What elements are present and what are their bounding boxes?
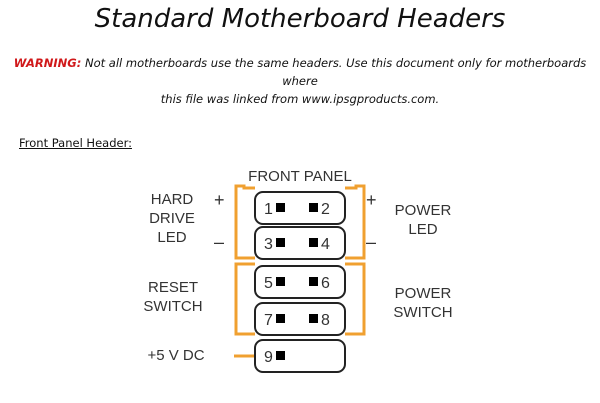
pin-box-1-2 [254,191,346,225]
pin-number-6: 6 [321,275,330,292]
label-line: HARD [150,191,194,208]
warning-line-2: this file was linked from www.ipsgproduc… [160,92,440,106]
pin-boxes [254,191,346,373]
pin-7-square [276,314,285,323]
pin-3-square [276,238,285,247]
pin-number-3: 3 [264,236,273,253]
section-heading: Front Panel Header: [19,136,132,150]
reset-switch-bracket [234,262,255,336]
label-line: LED [157,229,187,246]
pin-2-square [309,203,318,212]
pin-box-7-8 [254,302,346,336]
pin-number-2: 2 [321,201,330,218]
vdc-label: +5 V DC [147,347,205,364]
label-line: LED [408,221,438,238]
label-line: RESET [147,279,198,296]
pin-number-5: 5 [264,275,273,292]
hard-drive-led-label: HARD DRIVE LED [140,190,204,247]
power-led-label: POWER LED [388,201,458,239]
pin-4-square [309,238,318,247]
pin-box-9 [254,339,346,373]
pin-number-1: 1 [264,201,273,218]
front-panel-title: FRONT PANEL [248,168,352,185]
warning-line-1: Not all motherboards use the same header… [81,56,587,88]
label-line: POWER [394,202,452,219]
pin-number-8: 8 [321,312,330,329]
label-line: POWER [394,285,452,302]
label-line: DRIVE [149,210,195,227]
power-led-plus-sign: + [366,190,377,210]
power-led-minus-sign: – [366,232,376,252]
power-switch-label: POWER SWITCH [388,284,458,322]
hdd-led-bracket [234,184,255,260]
wiring-brackets [234,184,366,358]
label-line: SWITCH [143,298,203,315]
warning-text: WARNING: Not all motherboards use the sa… [12,54,588,108]
pin-5-square [276,277,285,286]
document-title: Standard Motherboard Headers [94,4,506,34]
power-led-bracket [345,184,366,260]
power-switch-bracket [345,262,366,336]
label-line: SWITCH [393,304,453,321]
pin-9-square [276,351,285,360]
pin-squares [276,203,318,360]
hdd-plus-sign: + [214,190,225,210]
warning-label: WARNING: [13,56,82,70]
pin-box-3-4 [254,226,346,260]
pin-box-5-6 [254,265,346,299]
hdd-minus-sign: – [214,232,224,252]
pin-6-square [309,277,318,286]
pin-8-square [309,314,318,323]
reset-switch-label: RESET SWITCH [136,278,210,316]
pin-number-9: 9 [264,349,273,366]
pin-number-7: 7 [264,312,273,329]
pin-number-4: 4 [321,236,330,253]
pin-1-square [276,203,285,212]
